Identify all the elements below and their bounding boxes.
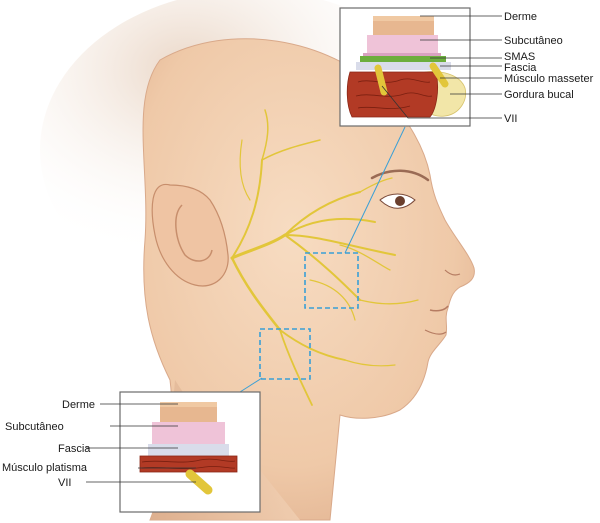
ear — [151, 183, 229, 287]
top-label-musculo-masseter: Músculo masseter — [504, 73, 594, 85]
bottom-inset — [119, 391, 261, 513]
dashed-region-lower — [259, 328, 311, 380]
top-label-derme: Derme — [504, 11, 537, 23]
top-label-fascia: Fascia — [504, 62, 537, 74]
bottom-label-musculo-platisma: Músculo platisma — [2, 462, 88, 474]
top-label-gordura-bucal: Gordura bucal — [504, 89, 574, 101]
connector-lower — [239, 377, 263, 393]
top-label-smas: SMAS — [504, 51, 535, 63]
connector-upper — [344, 126, 406, 254]
bottom-label-vii: VII — [58, 477, 71, 489]
facial-nerve-branches — [230, 109, 419, 406]
bottom-inset-labels — [86, 403, 196, 483]
bottom-label-subcutaneo: Subcutâneo — [5, 421, 64, 433]
bottom-label-derme: Derme — [62, 399, 95, 411]
eyebrow — [370, 169, 430, 182]
top-inset — [339, 7, 471, 127]
dashed-region-upper — [304, 252, 359, 309]
top-label-vii: VII — [504, 113, 517, 125]
top-label-subcutaneo: Subcutâneo — [504, 35, 563, 47]
bottom-label-fascia: Fascia — [58, 443, 91, 455]
top-inset-labels — [381, 15, 502, 119]
